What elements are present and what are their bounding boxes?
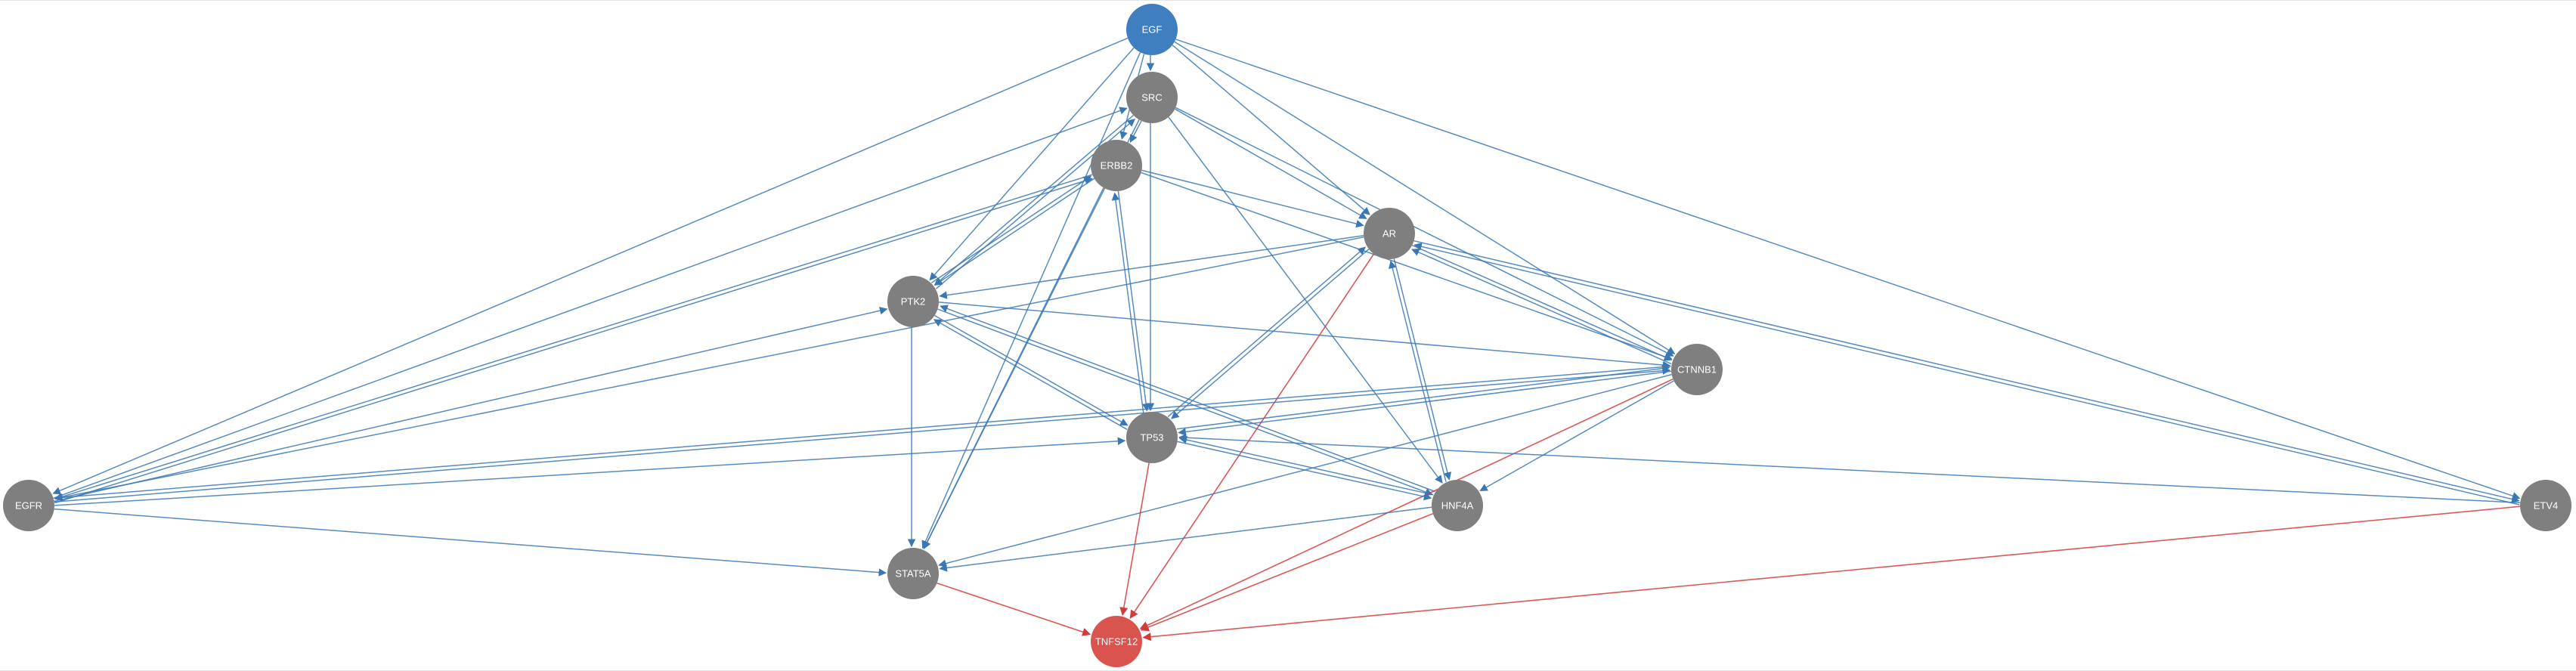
edge-egf-to-etv4[interactable] (1175, 39, 2521, 500)
edge-erbb2-to-tp53[interactable] (1117, 190, 1150, 412)
node-tnfsf12[interactable]: TNFSF12 (1091, 616, 1142, 667)
edge-egf-to-stat5a[interactable] (921, 51, 1141, 549)
edge-src-to-ar[interactable] (1175, 108, 1367, 220)
node-circle[interactable] (2520, 480, 2571, 531)
edge-hnf4a-to-tp53[interactable] (1178, 435, 1434, 496)
edge-egfr-to-ctnnb1[interactable] (54, 366, 1671, 502)
edge-ar-to-ptk2[interactable] (939, 235, 1364, 299)
edge-hnf4a-to-tnfsf12[interactable] (1140, 512, 1433, 632)
node-src[interactable]: SRC (1126, 72, 1178, 123)
edge-etv4-to-ar[interactable] (1413, 243, 2520, 506)
node-erbb2[interactable]: ERBB2 (1091, 140, 1142, 191)
node-circle[interactable] (1671, 344, 1723, 395)
node-circle[interactable] (1091, 616, 1142, 667)
edge-tp53-to-ar[interactable] (1167, 246, 1366, 418)
edge-hnf4a-to-ptk2[interactable] (940, 305, 1435, 493)
edge-ar-to-ctnnb1[interactable] (1411, 244, 1673, 361)
edge-egfr-to-ptk2[interactable] (54, 307, 888, 502)
edge-ctnnb1-to-ar[interactable] (1411, 249, 1672, 365)
edge-hnf4a-to-ar[interactable] (1389, 260, 1447, 482)
edge-ctnnb1-to-hnf4a[interactable] (1479, 380, 1674, 492)
edge-ptk2-to-tp53[interactable] (934, 314, 1129, 426)
edge-ar-to-egfr[interactable] (54, 236, 1364, 502)
edge-ar-to-tp53[interactable] (1171, 249, 1370, 419)
node-tp53[interactable]: TP53 (1126, 412, 1178, 463)
edge-src-to-ctnnb1[interactable] (1175, 107, 1674, 357)
node-circle[interactable] (1091, 140, 1142, 191)
edge-erbb2-to-stat5a[interactable] (923, 187, 1104, 549)
node-ptk2[interactable]: PTK2 (887, 276, 939, 327)
node-circle[interactable] (1126, 412, 1178, 463)
edge-stat5a-to-tnfsf12[interactable] (937, 582, 1091, 636)
edge-etv4-to-tnfsf12[interactable] (1142, 506, 2521, 642)
edge-egf-to-egfr[interactable] (52, 37, 1129, 495)
edge-egfr-to-tp53[interactable] (54, 437, 1126, 506)
edge-ctnnb1-to-tp53[interactable] (1178, 370, 1672, 436)
edge-src-to-hnf4a[interactable] (1168, 116, 1443, 484)
edge-layer (52, 37, 2521, 642)
node-stat5a[interactable]: STAT5A (887, 548, 939, 599)
edge-ar-to-tnfsf12[interactable] (1129, 253, 1375, 619)
edge-tp53-to-erbb2[interactable] (1111, 192, 1144, 413)
node-ctnnb1[interactable]: CTNNB1 (1671, 344, 1723, 395)
edge-etv4-to-tp53[interactable] (1178, 434, 2521, 504)
edge-tp53-to-ptk2[interactable] (933, 319, 1128, 430)
edge-src-to-erbb2[interactable] (1129, 120, 1142, 143)
edge-ar-to-etv4[interactable] (1413, 240, 2520, 503)
edge-erbb2-to-egfr[interactable] (54, 174, 1093, 501)
edge-src-to-ptk2[interactable] (933, 115, 1134, 286)
node-circle[interactable] (1364, 208, 1415, 259)
node-circle[interactable] (1126, 72, 1178, 123)
node-circle[interactable] (3, 480, 54, 531)
node-circle[interactable] (1126, 4, 1178, 55)
edge-tp53-to-ctnnb1[interactable] (1176, 364, 1670, 430)
edge-egfr-to-erbb2[interactable] (54, 177, 1093, 504)
node-ar[interactable]: AR (1364, 208, 1415, 259)
edge-ctnnb1-to-tnfsf12[interactable] (1139, 378, 1673, 629)
edge-erbb2-to-ctnnb1[interactable] (1141, 172, 1673, 361)
node-egf[interactable]: EGF (1126, 4, 1178, 55)
edge-ctnnb1-to-egfr[interactable] (54, 366, 1671, 502)
edge-egfr-to-src[interactable] (53, 107, 1128, 499)
edge-ptk2-to-ctnnb1[interactable] (938, 301, 1671, 370)
edge-egf-to-ar[interactable] (1172, 45, 1370, 215)
edge-egfr-to-stat5a[interactable] (54, 508, 887, 577)
node-circle[interactable] (887, 548, 939, 599)
node-hnf4a[interactable]: HNF4A (1432, 480, 1483, 531)
edge-egf-to-ctnnb1[interactable] (1174, 41, 1676, 354)
node-egfr[interactable]: EGFR (3, 480, 54, 531)
node-circle[interactable] (1432, 480, 1483, 531)
edge-egf-to-ptk2[interactable] (929, 47, 1135, 281)
edge-erbb2-to-ar[interactable] (1141, 169, 1364, 228)
node-circle[interactable] (887, 276, 939, 327)
edge-hnf4a-to-stat5a[interactable] (939, 506, 1432, 572)
edge-tp53-to-tnfsf12[interactable] (1119, 462, 1150, 617)
node-etv4[interactable]: ETV4 (2520, 480, 2571, 531)
edge-tp53-to-hnf4a[interactable] (1177, 441, 1432, 501)
edge-ar-to-hnf4a[interactable] (1393, 258, 1452, 481)
edge-ptk2-to-erbb2[interactable] (930, 175, 1092, 283)
